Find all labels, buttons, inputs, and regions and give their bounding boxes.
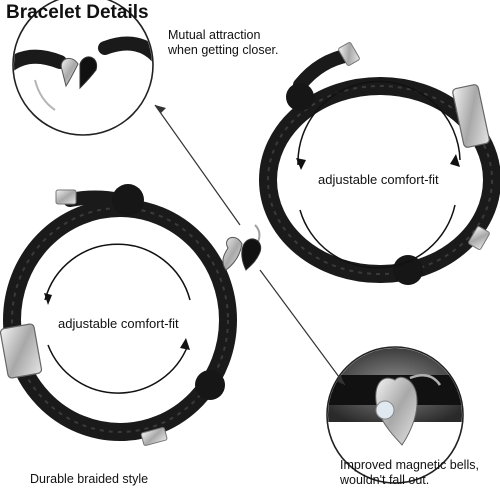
caption-braided: Durable braided style bbox=[30, 472, 149, 486]
caption-bells-line1: Improved magnetic bells, bbox=[340, 458, 479, 472]
caption-bells: Improved magnetic bells, wouldn't fall o… bbox=[340, 458, 479, 488]
caption-bells-line2: wouldn't fall out. bbox=[340, 473, 430, 487]
page-title: Bracelet Details bbox=[6, 2, 149, 23]
pointer-line-bottom bbox=[259, 269, 346, 386]
arrow-icon bbox=[180, 338, 190, 350]
zoom-circle-attraction bbox=[12, 0, 154, 136]
arrow-icon bbox=[44, 293, 52, 305]
bracelet-right bbox=[259, 42, 500, 285]
caption-adjustable-top: adjustable comfort-fit bbox=[318, 172, 439, 187]
arc-arrow-top-right-lower bbox=[299, 204, 456, 269]
heart-magnet-icon bbox=[222, 224, 262, 271]
heart-magnet-icon bbox=[60, 56, 98, 90]
arrow-icon bbox=[450, 154, 460, 167]
bracelet-left bbox=[0, 184, 237, 446]
caption-attraction-line2: when getting closer. bbox=[168, 43, 279, 57]
arc-arrow-bottom-left-lower bbox=[47, 344, 189, 394]
arrow-icon bbox=[296, 158, 306, 170]
arc-arrow-top-right bbox=[297, 80, 461, 166]
arrow-icon bbox=[155, 105, 166, 113]
caption-attraction-line1: Mutual attraction bbox=[168, 28, 261, 42]
arc-arrow-bottom-left bbox=[44, 243, 191, 301]
caption-adjustable-bottom: adjustable comfort-fit bbox=[58, 316, 179, 331]
pointer-line-top bbox=[154, 104, 241, 226]
arrow-icon bbox=[336, 376, 345, 385]
caption-attraction: Mutual attraction when getting closer. bbox=[168, 28, 279, 58]
